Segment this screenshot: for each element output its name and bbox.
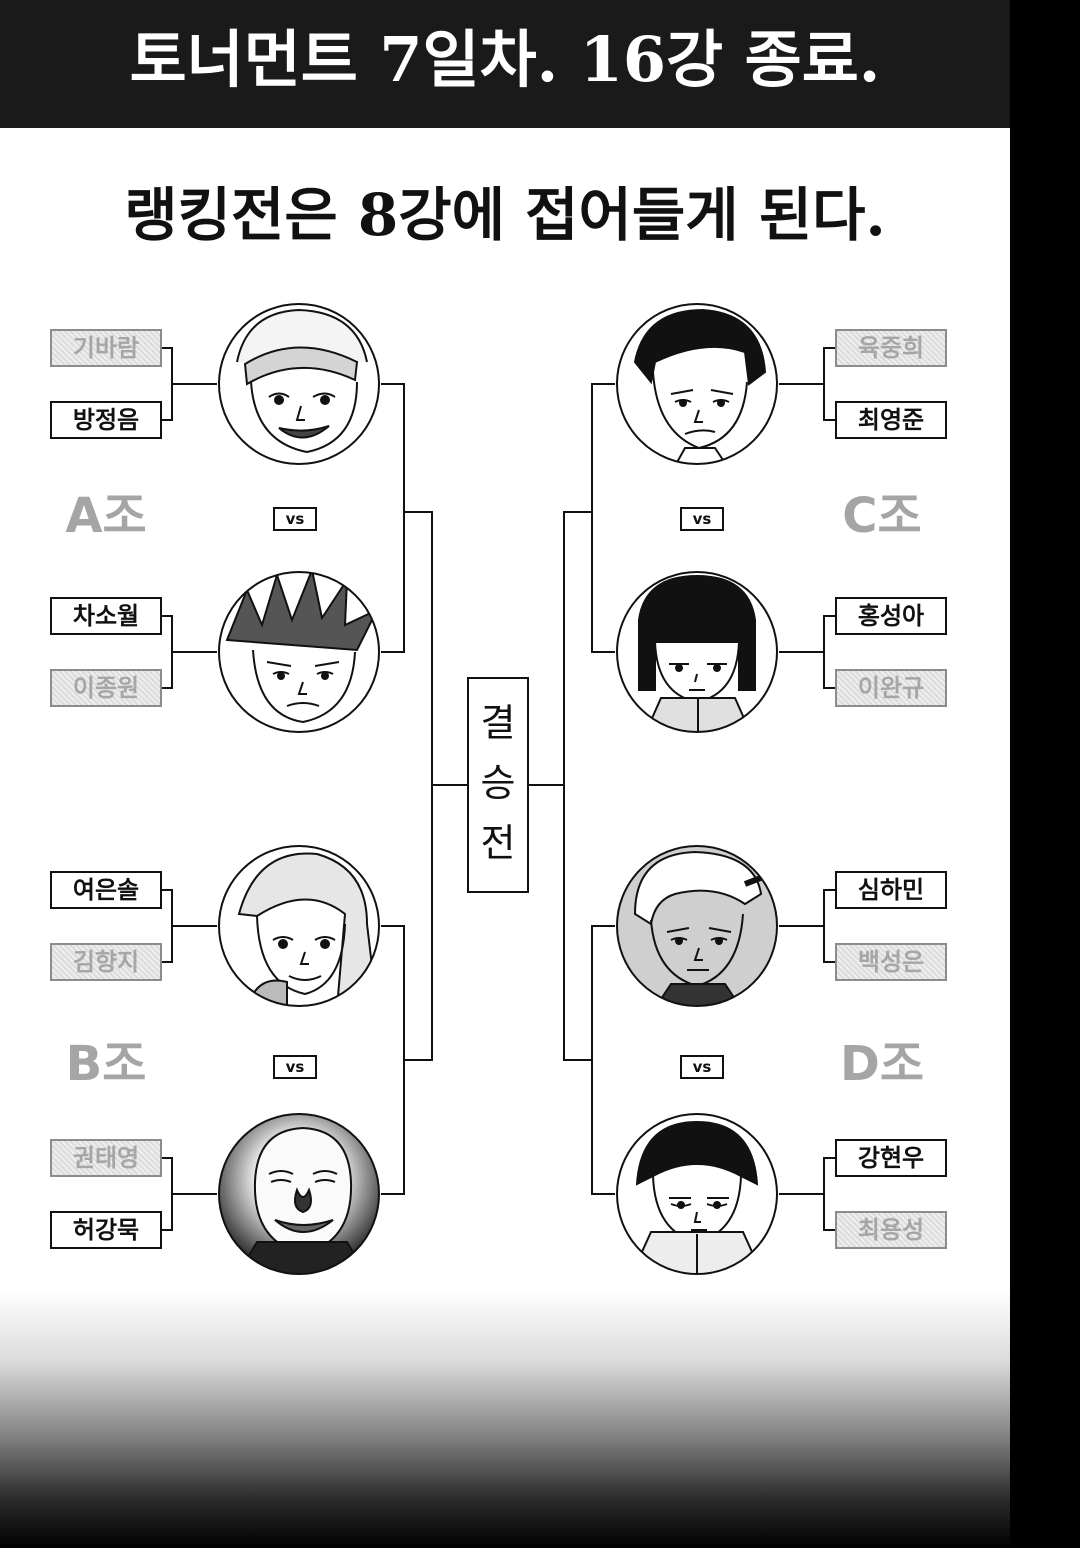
portrait-b2-bald-man <box>217 1112 381 1276</box>
vs-badge-a: vs <box>273 507 317 531</box>
title-banner: 토너먼트 7일차. 16강 종료. <box>0 0 1010 128</box>
final-label-char-1: 결 <box>480 701 516 745</box>
eliminated-fighter-b1: 김향지 <box>50 943 162 981</box>
manga-panel: 토너먼트 7일차. 16강 종료. 랭킹전은 8강에 접어들게 된다. <box>0 0 1010 1548</box>
eliminated-fighter-c1: 육중희 <box>835 329 947 367</box>
group-label-d: D조 <box>839 1036 924 1092</box>
final-label-char-2: 승 <box>480 761 516 805</box>
winner-fighter-b2: 허강묵 <box>50 1211 162 1249</box>
vs-badge-d: vs <box>680 1055 724 1079</box>
winner-fighter-d1: 심하민 <box>835 871 947 909</box>
vs-badge-b: vs <box>273 1055 317 1079</box>
portrait-a2-spiky-hair-boy <box>217 570 381 734</box>
winner-fighter-a1: 방정음 <box>50 401 162 439</box>
eliminated-fighter-d2: 최용성 <box>835 1211 947 1249</box>
portrait-d2-sleepy-boy <box>615 1112 779 1276</box>
group-label-a: A조 <box>65 488 147 544</box>
eliminated-fighter-b2: 권태영 <box>50 1139 162 1177</box>
winner-fighter-d2: 강현우 <box>835 1139 947 1177</box>
group-label-b: B조 <box>65 1036 147 1092</box>
vs-badge-c: vs <box>680 507 724 531</box>
subtitle-caption: 랭킹전은 8강에 접어들게 된다. <box>124 181 886 249</box>
final-label-char-3: 전 <box>480 821 516 865</box>
group-label-c: C조 <box>842 488 922 544</box>
portrait-d1-light-hair-boy <box>615 844 779 1008</box>
eliminated-fighter-c2: 이완규 <box>835 669 947 707</box>
portrait-a1-headband-girl <box>217 302 381 466</box>
eliminated-fighter-d1: 백성은 <box>835 943 947 981</box>
final-match-box: 결 승 전 <box>467 677 529 893</box>
winner-fighter-c1: 최영준 <box>835 401 947 439</box>
bracket-lines <box>162 347 835 1231</box>
eliminated-fighter-a1: 기바람 <box>50 329 162 367</box>
winner-fighter-c2: 홍성아 <box>835 597 947 635</box>
winner-fighter-a2: 차소월 <box>50 597 162 635</box>
winner-fighter-b1: 여은솔 <box>50 871 162 909</box>
portrait-b1-braided-girl <box>217 844 381 1008</box>
banner-title: 토너먼트 7일차. 16강 종료. <box>129 23 881 96</box>
portrait-c1-dark-hair-boy <box>615 302 779 466</box>
eliminated-fighter-a2: 이종원 <box>50 669 162 707</box>
portrait-c2-bob-hair-girl <box>615 570 779 734</box>
